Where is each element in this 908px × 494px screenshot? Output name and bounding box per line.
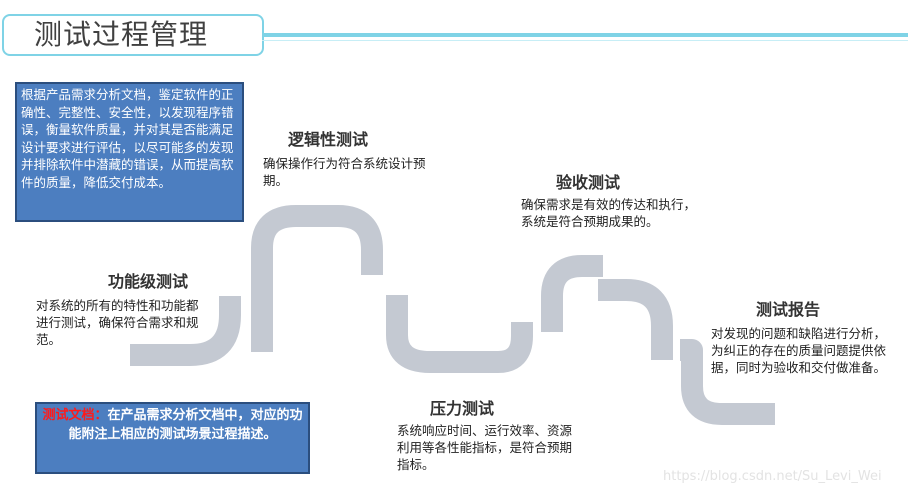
stage-title-stress: 压力测试 [430,399,495,418]
stage-desc-function: 对系统的所有的特性和功能都进行测试，确保符合需求和规范。 [36,298,199,347]
stage-desc-report: 对发现的问题和缺陷进行分析，为纠正的存在的质量问题提供依据，同时为验收和交付做准… [711,326,887,375]
page-title: 测试过程管理 [34,18,209,51]
watermark: https://blog.csdn.net/Su_Levi_Wei [663,469,882,484]
stage-title-acceptance: 验收测试 [556,173,621,192]
pipe-segment-1 [130,296,241,366]
test-doc-label: 测试文档： [42,408,108,423]
title-underline [262,33,908,37]
stage-title-report: 测试报告 [756,300,821,319]
stage-desc-stress: 系统响应时间、运行效率、资源利用等各性能指标，是符合预期指标。 [397,423,573,472]
test-doc-box: 测试文档：在产品需求分析文档中，对应的功能附注上相应的测试场景过程描述。 [35,402,310,474]
title-box: 测试过程管理 [2,14,264,56]
pipe-segment-4 [541,255,603,332]
stage-title-logic: 逻辑性测试 [288,130,369,149]
pipe-segment-6 [680,339,775,425]
intro-text: 根据产品需求分析文档，鉴定软件的正确性、完整性、安全性，以发现程序错误，衡量软件… [21,87,234,190]
pipe-segment-5 [598,279,673,360]
pipe-segment-2 [251,205,383,352]
stage-title-function: 功能级测试 [108,272,189,291]
stage-desc-acceptance: 确保需求是有效的传达和执行，系统是符合预期成果的。 [521,197,697,229]
pipe-segment-3 [386,295,533,373]
intro-box: 根据产品需求分析文档，鉴定软件的正确性、完整性、安全性，以发现程序错误，衡量软件… [15,82,244,222]
title-underline-thin [262,40,908,41]
test-doc-text: 在产品需求分析文档中，对应的功能附注上相应的测试场景过程描述。 [68,408,303,442]
stage-desc-logic: 确保操作行为符合系统设计预期。 [263,156,426,188]
